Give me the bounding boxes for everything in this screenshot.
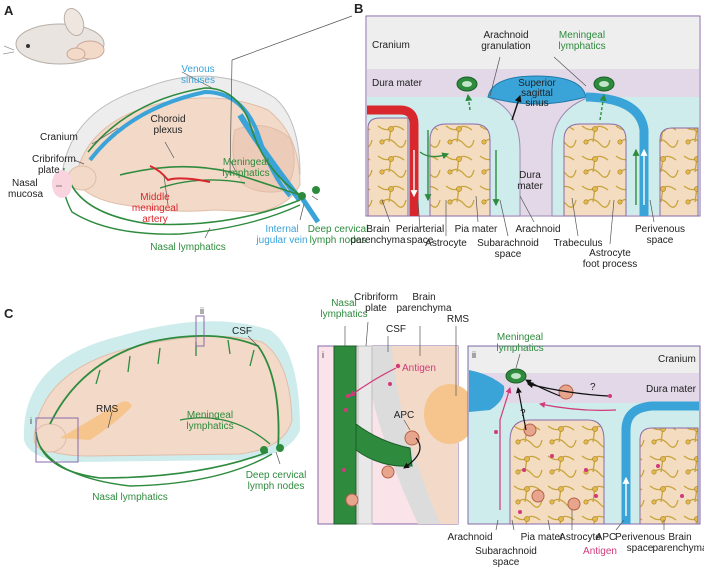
- apc-ci: [404, 430, 420, 446]
- cranium-label-a: Cranium: [40, 132, 78, 143]
- nasal-mucosa: [52, 170, 72, 198]
- artery-b: [367, 105, 419, 216]
- parenchyma-right: [563, 123, 627, 217]
- nasal-lymphatics-a: [69, 181, 301, 226]
- question-mark-2: ?: [520, 408, 526, 419]
- antigen-label-cii: Antigen: [583, 546, 617, 557]
- arachnoid-label-b: Arachnoid: [515, 224, 560, 235]
- parenchyma-cii: [509, 419, 605, 525]
- csf-ci: [362, 346, 440, 524]
- dura-top-label: Dura mater: [372, 78, 423, 89]
- astrocyte-label-cii: Astrocyte: [559, 532, 601, 543]
- cranium-label-b: Cranium: [372, 40, 410, 51]
- rms-ci: [424, 384, 476, 444]
- panel-c-label: C: [4, 306, 14, 321]
- meningeal-lymphatics-a: [87, 87, 301, 196]
- pia-label-cii: Pia mater: [521, 532, 564, 543]
- apc-label-ci: APC: [394, 410, 415, 421]
- cranium-band: [367, 17, 699, 69]
- vein-b: [585, 92, 649, 216]
- deep-node-c2: [276, 444, 284, 452]
- dura-fold: [487, 96, 591, 217]
- question-mark-1: ?: [590, 382, 596, 393]
- nasal-lymph-label-c: Nasal lymphatics: [92, 492, 168, 503]
- pia-label-b: Pia mater: [455, 224, 498, 235]
- astrocyte-label-b: Astrocyte: [425, 238, 467, 249]
- inset-i-marker: i: [30, 416, 32, 426]
- cranium-band-cii: [469, 347, 699, 373]
- csf-label-ci: CSF: [386, 324, 406, 335]
- parenchyma-mid: [429, 123, 491, 217]
- cranium-label-cii: Cranium: [658, 354, 696, 365]
- panel-b-label: B: [354, 1, 363, 16]
- middle-meningeal-artery: [149, 165, 211, 183]
- trabeculus-label: Trabeculus: [553, 238, 602, 249]
- csf-label-c: CSF: [232, 326, 252, 337]
- panel-ci-label: i: [322, 350, 324, 360]
- vein-cii: [621, 401, 699, 524]
- apc-label-cii: APC: [596, 532, 617, 543]
- deep-node-c1: [260, 446, 268, 454]
- mouse-illustration: [2, 7, 105, 65]
- nasal-lymph-c: [35, 431, 269, 479]
- arachnoid-label-cii: Arachnoid: [447, 532, 492, 543]
- dura-label-cii: Dura mater: [646, 384, 697, 395]
- panel-cii-label: ii: [472, 350, 476, 360]
- panel-a-label: A: [4, 3, 14, 18]
- rms-label-ci: RMS: [447, 314, 470, 325]
- deep-node-1: [298, 192, 306, 200]
- inset-box-ii: [195, 315, 205, 347]
- parenchyma-far-right: [659, 127, 699, 217]
- meningeal-lymph-c: [49, 334, 280, 451]
- antigen-label-ci: Antigen: [402, 363, 436, 374]
- nasal-lymph-label-a: Nasal lymphatics: [150, 242, 226, 253]
- deep-node-2: [312, 186, 320, 194]
- parenchyma-cii-right: [639, 427, 699, 525]
- sinus-cii: [469, 370, 505, 412]
- inset-box-i: [35, 417, 79, 463]
- parenchyma-left: [367, 117, 409, 217]
- rms-label-c: RMS: [96, 404, 119, 415]
- inset-ii-marker: ii: [200, 306, 204, 316]
